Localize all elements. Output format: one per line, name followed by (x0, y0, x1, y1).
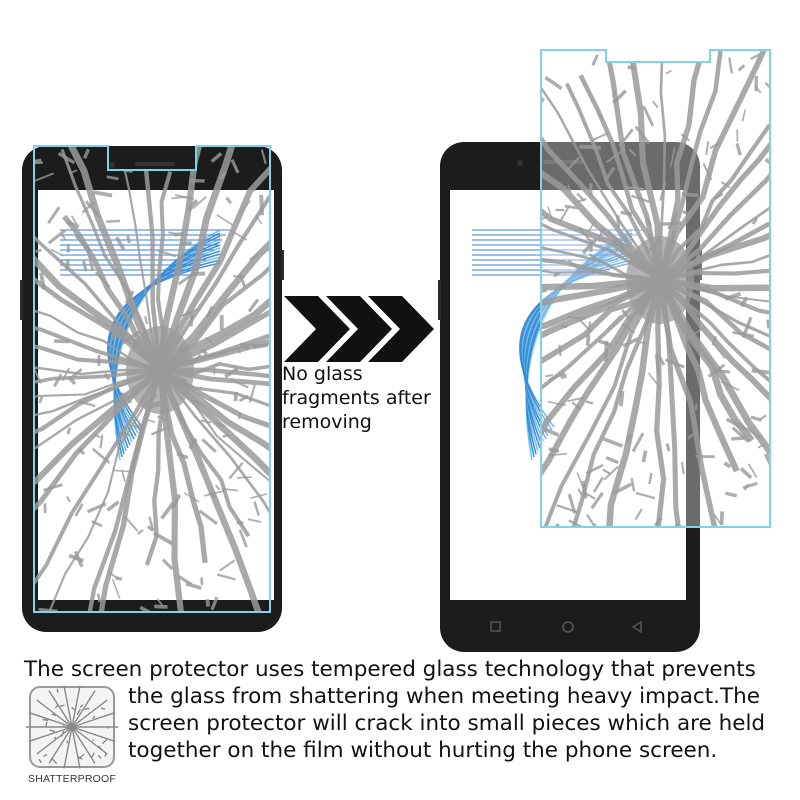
right-crack-pattern (541, 50, 770, 527)
shattered-glass-icon (26, 685, 118, 769)
description-line: The screen protector uses tempered glass… (24, 657, 756, 682)
back-key-icon (631, 620, 642, 634)
menu-key-icon (490, 621, 501, 632)
caption-line: removing (282, 411, 372, 433)
description-line: the glass from shattering when meeting h… (128, 684, 760, 709)
badge-label: SHATTERPROOF (28, 773, 116, 785)
left-crack-pattern (34, 146, 270, 612)
home-key-icon (562, 621, 574, 633)
right-screen-protector (540, 49, 771, 528)
description-line: together on the film without hurting the… (128, 738, 718, 763)
description-line: screen protector will crack into small p… (128, 711, 766, 736)
caption-line: fragments after (282, 387, 431, 409)
right-wallpaper (472, 229, 642, 600)
shatterproof-badge: SHATTERPROOF (24, 685, 120, 791)
chevron-arrows-icon (284, 296, 434, 362)
product-description: The screen protector uses tempered glass… (24, 656, 794, 764)
removal-caption: No glass fragments after removing (282, 362, 452, 434)
caption-line: No glass (282, 363, 363, 385)
left-screen-protector (33, 145, 271, 613)
